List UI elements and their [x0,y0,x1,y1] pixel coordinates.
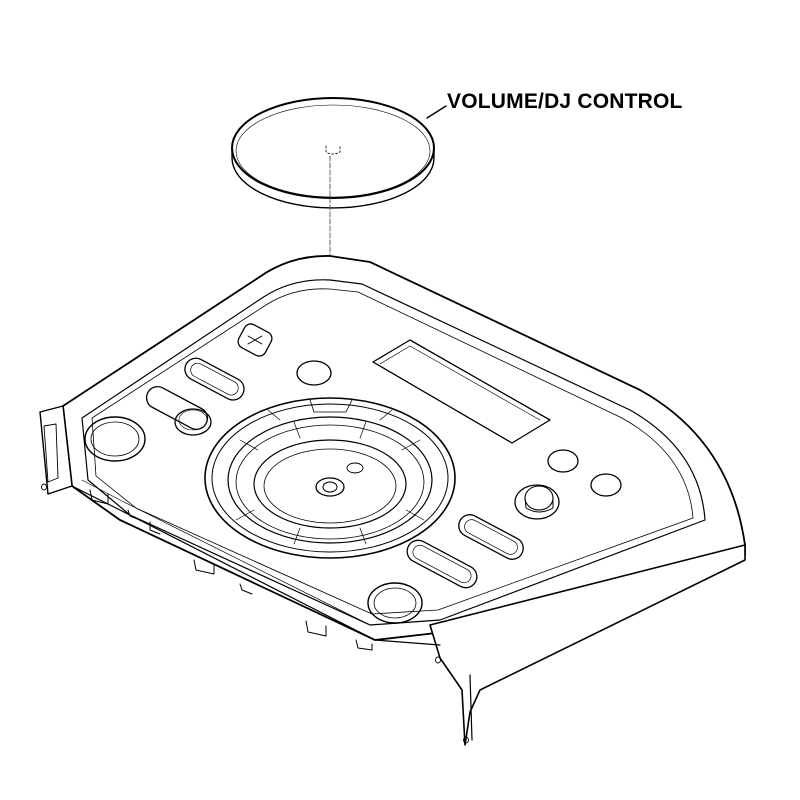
right-buttons [367,449,622,624]
mounting-tabs [89,489,373,651]
jog-wheel-assembly [204,397,456,559]
front-panel-housing [39,255,746,746]
display-window [372,339,551,444]
top-buttons [84,323,332,462]
volume-dj-control-label: VOLUME/DJ CONTROL [447,90,683,113]
callout-leader-line [426,105,447,119]
volume-dj-control-knob [231,97,435,209]
